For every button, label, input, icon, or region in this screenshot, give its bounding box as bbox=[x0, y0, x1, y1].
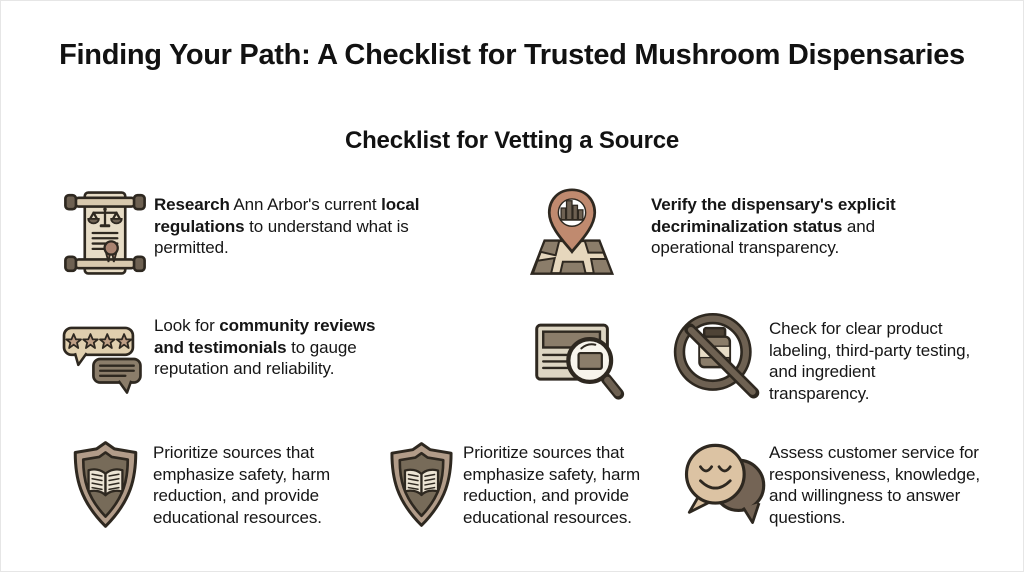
legal-scroll-icon bbox=[59, 189, 151, 277]
item-text-community-reviews: Look for community reviews and testimoni… bbox=[154, 316, 376, 378]
item-text-product-labeling: Check for clear product labeling, third-… bbox=[769, 319, 971, 403]
item-text-harm-reduction-left: Prioritize sources that emphasize safety… bbox=[153, 443, 331, 527]
label-magnifier-icon bbox=[529, 314, 630, 407]
no-product-jar-icon bbox=[670, 312, 765, 407]
shield-book-icon bbox=[378, 436, 465, 533]
map-pin-icon bbox=[524, 188, 620, 279]
item-text-harm-reduction-middle: Prioritize sources that emphasize safety… bbox=[463, 443, 641, 527]
item-text-decriminalization: Verify the dispensary's explicit decrimi… bbox=[651, 195, 896, 257]
shield-book-icon bbox=[61, 435, 150, 534]
chat-smiley-icon bbox=[676, 437, 777, 530]
section-title: Checklist for Vetting a Source bbox=[344, 127, 680, 154]
item-text-customer-service: Assess customer service for responsivene… bbox=[769, 443, 980, 527]
page-title: Finding Your Path: A Checklist for Trust… bbox=[59, 39, 965, 71]
item-text-local-regulations: Research Ann Arbor's current local regul… bbox=[154, 195, 420, 257]
star-reviews-icon bbox=[55, 317, 152, 401]
